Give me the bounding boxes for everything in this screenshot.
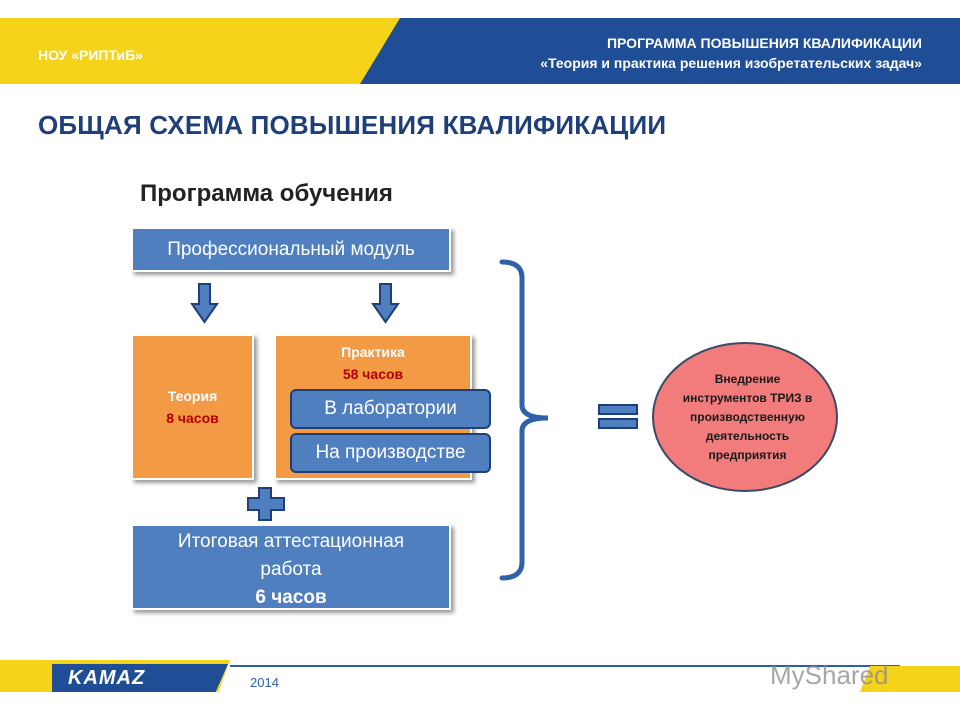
curly-bracket-icon xyxy=(499,259,549,581)
footer-year: 2014 xyxy=(250,675,279,690)
final-line2: работа xyxy=(260,559,322,580)
header-org-name: НОУ «РИПТиБ» xyxy=(38,47,143,63)
equals-icon xyxy=(598,404,638,429)
result-circle xyxy=(652,342,838,492)
result-line: деятельность xyxy=(705,429,790,443)
header-blue-band xyxy=(360,18,960,84)
professional-module-box: Профессиональный модуль xyxy=(131,227,451,272)
final-hours: 6 часов xyxy=(255,587,327,608)
footer-logo-background xyxy=(52,664,228,692)
result-line: предприятия xyxy=(708,448,787,462)
footer-right-band xyxy=(860,666,960,692)
down-arrow-icon-left xyxy=(190,283,219,324)
plus-icon xyxy=(247,487,285,521)
kamaz-logo: KAMAZ xyxy=(68,667,146,689)
theory-hours: 8 часов xyxy=(166,410,219,426)
header-program-title: ПРОГРАММА ПОВЫШЕНИЯ КВАЛИФИКАЦИИ xyxy=(606,35,922,51)
result-line: Внедрение xyxy=(714,372,781,386)
theory-label: Теория xyxy=(167,388,218,404)
watermark-logo: MyShared xyxy=(770,660,889,690)
page-title: ОБЩАЯ СХЕМА ПОВЫШЕНИЯ КВАЛИФИКАЦИИ xyxy=(38,110,667,140)
header-program-subtitle: «Теория и практика решения изобретательс… xyxy=(540,55,922,71)
practice-hours: 58 часов xyxy=(342,366,404,382)
header-yellow-band xyxy=(0,18,400,84)
footer-divider xyxy=(230,665,900,667)
final-line1: Итоговая аттестационная xyxy=(177,531,405,552)
down-arrow-icon-right xyxy=(371,283,400,324)
result-line: инструментов ТРИЗ в xyxy=(682,391,813,405)
production-pill: На производстве xyxy=(290,433,491,473)
result-line: производственную xyxy=(690,410,805,424)
program-title: Программа обучения xyxy=(140,180,393,207)
final-attestation-box: Итоговая аттестационная работа 6 часов xyxy=(131,524,451,610)
theory-box: Теория 8 часов xyxy=(131,334,254,480)
result-text: Внедрение инструментов ТРИЗ в производст… xyxy=(660,370,835,465)
lab-pill: В лаборатории xyxy=(290,389,491,429)
practice-label: Практика xyxy=(341,344,405,360)
